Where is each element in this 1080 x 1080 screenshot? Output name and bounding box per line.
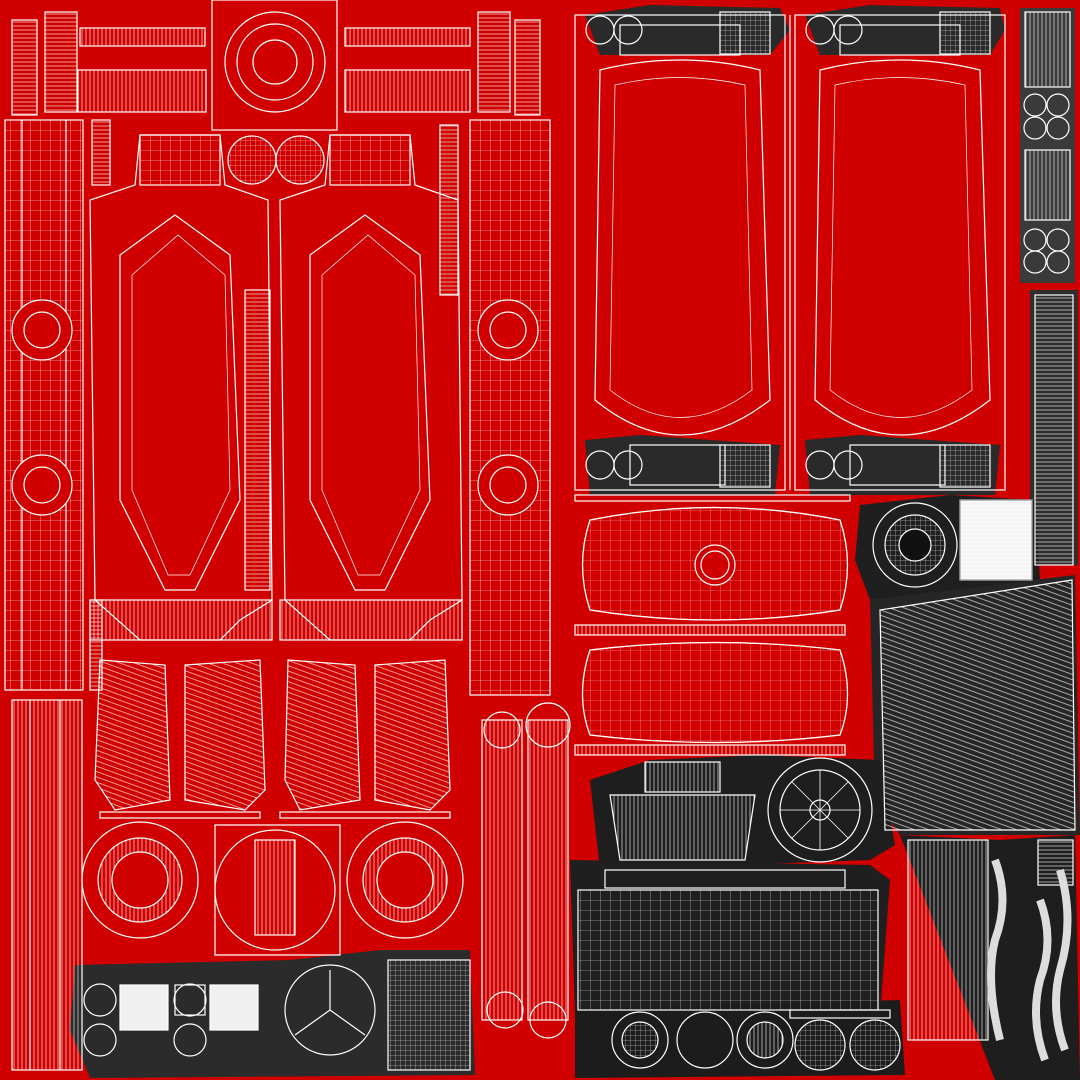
lower-left-patches <box>81 659 464 956</box>
vertical-tube-parts <box>481 702 571 1039</box>
bottom-engine-parts <box>577 757 901 1071</box>
far-right-strip <box>1023 11 1074 566</box>
tank-caps <box>574 506 849 756</box>
top-header-strips <box>77 0 471 185</box>
misc-strips <box>99 15 851 819</box>
left-rail-parts <box>4 11 111 1071</box>
fuel-tank-right <box>794 11 1006 491</box>
bottom-left-hardware <box>83 959 471 1071</box>
center-rail-parts <box>439 11 551 696</box>
fuel-tank-left <box>574 11 786 491</box>
center-body-panel <box>279 134 463 641</box>
left-body-panel <box>89 134 273 641</box>
right-dark-parts <box>872 499 1076 1062</box>
